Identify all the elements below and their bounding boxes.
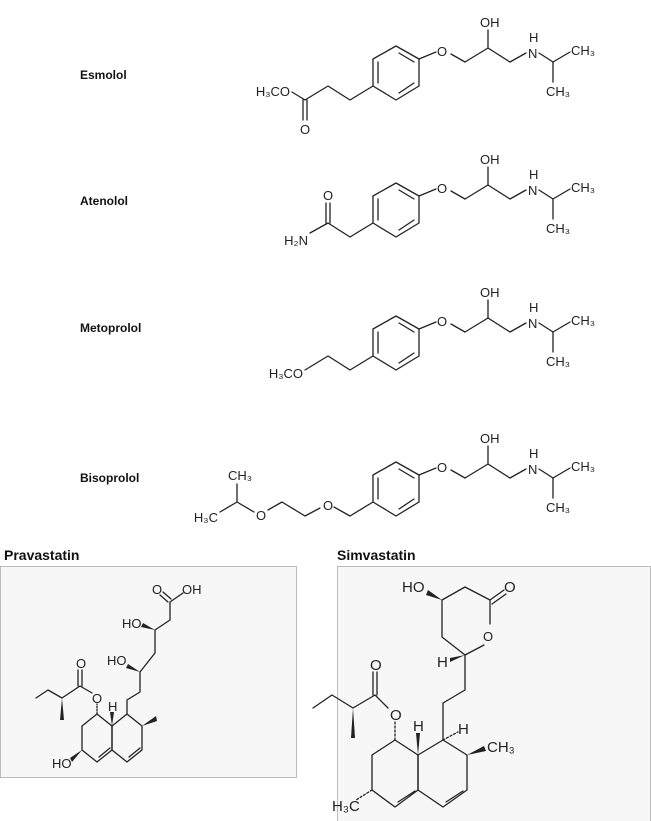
- atom-label: H: [108, 699, 117, 714]
- molecule-name: Pravastatin: [4, 547, 79, 563]
- molecule-name: Esmolol: [80, 68, 127, 82]
- atom-label: O: [300, 122, 310, 137]
- atom-label: H: [529, 446, 538, 461]
- molecule-name: Bisoprolol: [80, 471, 139, 485]
- atom-label: O: [437, 460, 447, 475]
- atom-label: OH: [480, 152, 500, 167]
- atom-label: H: [529, 300, 538, 315]
- atom-label: N: [528, 183, 537, 198]
- atom-label: N: [528, 46, 537, 61]
- atom-label: CH₃: [228, 468, 252, 483]
- atom-label: O: [437, 181, 447, 196]
- atom-label: OH: [480, 15, 500, 30]
- atom-label: O: [504, 579, 516, 596]
- atom-label: H₃C: [332, 798, 360, 815]
- atom-label: H₃CO: [269, 366, 303, 381]
- molecule-esmolol: Esmolol O OH N H CH₃ CH₃ O H₃CO: [80, 15, 595, 137]
- molecule-name: Simvastatin: [337, 547, 416, 563]
- atom-label: O: [256, 508, 266, 523]
- structure-box: [337, 566, 651, 821]
- molecule-pravastatin: Pravastatin O O H HO O OH HO HO: [0, 547, 297, 778]
- atom-label: CH₃: [571, 459, 595, 474]
- atom-label: CH₃: [571, 313, 595, 328]
- molecule-name: Atenolol: [80, 194, 128, 208]
- atom-label: O: [370, 657, 382, 674]
- atom-label: H: [437, 654, 448, 671]
- atom-label: CH₃: [571, 180, 595, 195]
- molecule-simvastatin: Simvastatin O O HO H O O H H CH₃ H₃C: [312, 547, 651, 821]
- atom-label: H₃CO: [256, 84, 290, 99]
- structure-box: [0, 566, 297, 778]
- atom-label: HO: [402, 579, 425, 596]
- atom-label: O: [390, 707, 402, 724]
- atom-label: O: [437, 44, 447, 59]
- atom-label: OH: [480, 431, 500, 446]
- atom-label: H: [529, 30, 538, 45]
- atom-label: HO: [107, 653, 127, 668]
- atom-label: O: [483, 629, 493, 644]
- atom-label: O: [323, 188, 333, 203]
- atom-label: H₃C: [194, 510, 218, 525]
- atom-label: H: [413, 718, 424, 735]
- atom-label: CH₃: [546, 84, 570, 99]
- atom-label: H₂N: [284, 233, 308, 248]
- atom-label: N: [528, 462, 537, 477]
- atom-label: N: [528, 316, 537, 331]
- molecule-metoprolol: Metoprolol O OH N H CH₃ CH₃ H₃CO: [80, 285, 595, 381]
- atom-label: O: [76, 656, 86, 671]
- atom-label: HO: [122, 616, 142, 631]
- molecule-name: Metoprolol: [80, 321, 141, 335]
- atom-label: O: [437, 314, 447, 329]
- atom-label: CH₃: [571, 43, 595, 58]
- atom-label: CH₃: [546, 500, 570, 515]
- atom-label: HO: [52, 756, 72, 771]
- atom-label: O: [152, 582, 162, 597]
- atom-label: O: [323, 498, 333, 513]
- atom-label: OH: [182, 582, 202, 597]
- atom-label: CH₃: [546, 354, 570, 369]
- atom-label: O: [92, 691, 102, 706]
- atom-label: CH₃: [546, 221, 570, 236]
- atom-label: H: [529, 167, 538, 182]
- atom-label: OH: [480, 285, 500, 300]
- molecule-bisoprolol: Bisoprolol O OH N H CH₃ CH₃ O O CH₃ H₃C: [80, 431, 595, 525]
- atom-label: CH₃: [487, 739, 515, 756]
- atom-label: H: [458, 721, 469, 738]
- molecule-atenolol: Atenolol O OH N H CH₃ CH₃ O H₂N: [80, 152, 595, 248]
